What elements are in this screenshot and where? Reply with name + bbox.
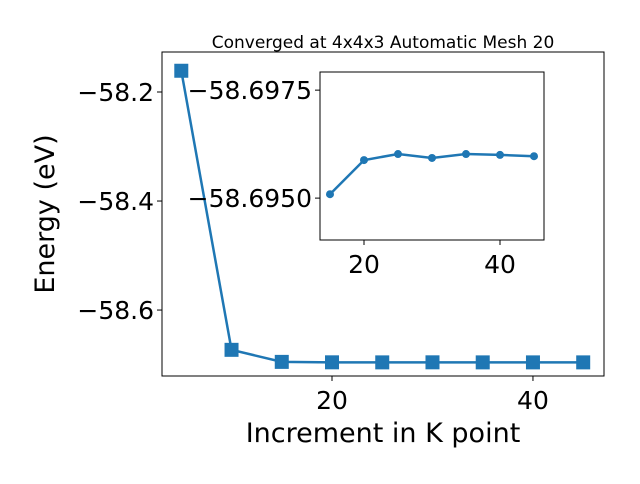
data-point-square xyxy=(224,342,239,357)
plot-frame xyxy=(161,51,605,377)
y-tick-label: −58.6 xyxy=(77,296,154,325)
y-tick-label: −58.2 xyxy=(77,78,154,107)
data-point-square xyxy=(375,355,390,370)
x-tick-label: 20 xyxy=(316,386,348,415)
data-point-circle xyxy=(428,153,436,162)
data-point-square xyxy=(325,355,340,370)
plot-frame xyxy=(319,71,545,241)
data-point-circle xyxy=(462,150,471,159)
y-tick-label: −58.6950 xyxy=(188,184,312,213)
data-point-square xyxy=(425,355,440,370)
x-axis-label: Increment in K point xyxy=(246,418,521,449)
inset-plot: 20 40 −58.6975 −58.6950 xyxy=(188,71,545,279)
data-point-square xyxy=(174,63,189,78)
data-point-circle xyxy=(393,150,402,159)
y-tick-label: −58.4 xyxy=(77,187,154,216)
y-tick-label: −58.6975 xyxy=(188,76,312,105)
main-plot: 20 40 −58.2 −58.4 −58.6 xyxy=(77,51,605,415)
data-point-circle xyxy=(359,156,368,165)
x-tick-label: 40 xyxy=(517,386,549,415)
x-tick-label: 40 xyxy=(484,250,516,279)
data-point-circle xyxy=(325,190,334,199)
chart-title: Converged at 4x4x3 Automatic Mesh 20 xyxy=(212,33,555,53)
data-point-circle xyxy=(496,150,505,159)
x-tick-label: 20 xyxy=(348,250,380,279)
data-point-square xyxy=(274,354,289,369)
data-point-square xyxy=(576,355,591,370)
y-axis-label: Energy (eV) xyxy=(30,134,61,293)
data-point-circle xyxy=(530,152,539,161)
data-point-square xyxy=(475,355,490,370)
data-point-square xyxy=(525,355,540,370)
